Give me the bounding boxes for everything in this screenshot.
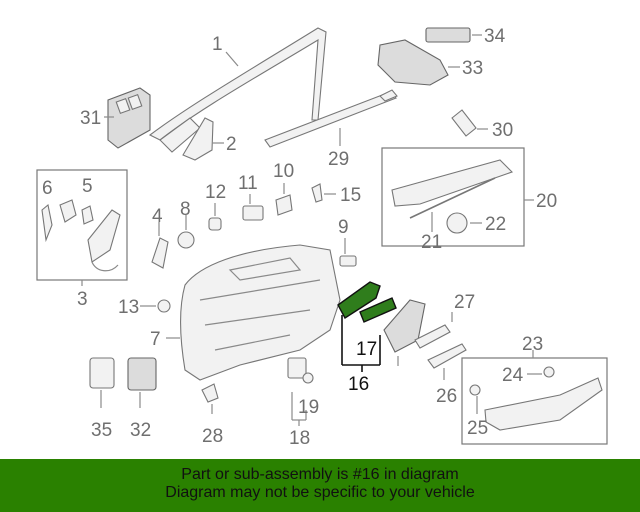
part-32[interactable] <box>127 357 157 391</box>
part-14[interactable] <box>383 299 426 353</box>
callout-22[interactable]: 22 <box>485 214 506 235</box>
callout-26[interactable]: 26 <box>436 386 457 407</box>
banner-line-2: Diagram may not be specific to your vehi… <box>165 484 475 501</box>
part-12[interactable] <box>208 217 222 231</box>
callout-11[interactable]: 11 <box>238 173 258 194</box>
callout-18[interactable]: 18 <box>289 428 310 449</box>
callout-20[interactable]: 20 <box>536 191 557 212</box>
part-15[interactable] <box>311 183 323 203</box>
callout-8[interactable]: 8 <box>180 199 191 220</box>
callout-5[interactable]: 5 <box>82 176 93 197</box>
part-9[interactable] <box>339 255 357 267</box>
callout-10[interactable]: 10 <box>273 161 294 182</box>
callout-1[interactable]: 1 <box>212 34 223 55</box>
callout-12[interactable]: 12 <box>205 182 226 203</box>
banner-line-1: Part or sub-assembly is #16 in diagram <box>181 466 459 483</box>
part-30[interactable] <box>451 109 477 137</box>
callout-28[interactable]: 28 <box>202 426 223 447</box>
callout-25[interactable]: 25 <box>467 418 488 439</box>
part-4[interactable] <box>151 237 169 269</box>
part-10[interactable] <box>275 194 293 216</box>
part-2[interactable] <box>182 117 214 161</box>
part-28[interactable] <box>201 383 219 403</box>
callout-31[interactable]: 31 <box>80 108 101 129</box>
part-11[interactable] <box>242 205 264 221</box>
callout-23[interactable]: 23 <box>522 334 543 355</box>
callout-17[interactable]: 17 <box>356 339 377 360</box>
callout-35[interactable]: 35 <box>91 420 112 441</box>
callout-19[interactable]: 19 <box>298 397 319 418</box>
part-35[interactable] <box>89 357 115 389</box>
parts-diagram: 1 2 31 29 34 33 30 20 21 22 6 5 3 4 <box>36 26 608 449</box>
callout-24[interactable]: 24 <box>502 365 524 386</box>
part-8[interactable] <box>177 231 195 249</box>
part-23-armrest[interactable] <box>484 377 603 431</box>
group-box-20 <box>381 147 525 247</box>
part-31-switch-panel[interactable] <box>107 87 151 149</box>
part-1-window-frame[interactable] <box>148 27 327 153</box>
callout-9[interactable]: 9 <box>338 217 349 238</box>
callout-4[interactable]: 4 <box>152 206 163 227</box>
callout-34[interactable]: 34 <box>484 26 506 47</box>
callout-29[interactable]: 29 <box>328 149 349 170</box>
callout-33[interactable]: 33 <box>462 58 483 79</box>
part-22-ring[interactable] <box>446 212 468 234</box>
part-26[interactable] <box>427 343 467 369</box>
part-27[interactable] <box>414 324 451 349</box>
part-34-switch[interactable] <box>425 27 471 43</box>
info-banner: Part or sub-assembly is #16 in diagram D… <box>0 459 640 512</box>
callout-15[interactable]: 15 <box>340 185 361 206</box>
callout-7[interactable]: 7 <box>150 329 161 350</box>
part-33-armrest-switch[interactable] <box>377 39 449 86</box>
callout-32[interactable]: 32 <box>130 420 151 441</box>
callout-30[interactable]: 30 <box>492 120 513 141</box>
group-box-23 <box>461 357 608 445</box>
callout-16[interactable]: 16 <box>348 374 369 395</box>
callout-3[interactable]: 3 <box>77 289 88 310</box>
part-7-door-trim-panel[interactable] <box>179 244 341 381</box>
part-20-trim-panel[interactable] <box>391 159 514 207</box>
part-16-pull-handle-assembly[interactable] <box>337 281 397 323</box>
callout-6[interactable]: 6 <box>42 178 53 199</box>
callout-21[interactable]: 21 <box>421 232 442 253</box>
callout-13[interactable]: 13 <box>118 297 139 318</box>
callout-27[interactable]: 27 <box>454 292 475 313</box>
part-3-switch-assembly[interactable] <box>87 209 121 263</box>
part-18[interactable] <box>287 357 307 379</box>
callout-2[interactable]: 2 <box>226 134 237 155</box>
part-19[interactable] <box>302 372 314 384</box>
part-13[interactable] <box>157 299 171 313</box>
part-29-beltline-strip[interactable] <box>264 91 397 148</box>
